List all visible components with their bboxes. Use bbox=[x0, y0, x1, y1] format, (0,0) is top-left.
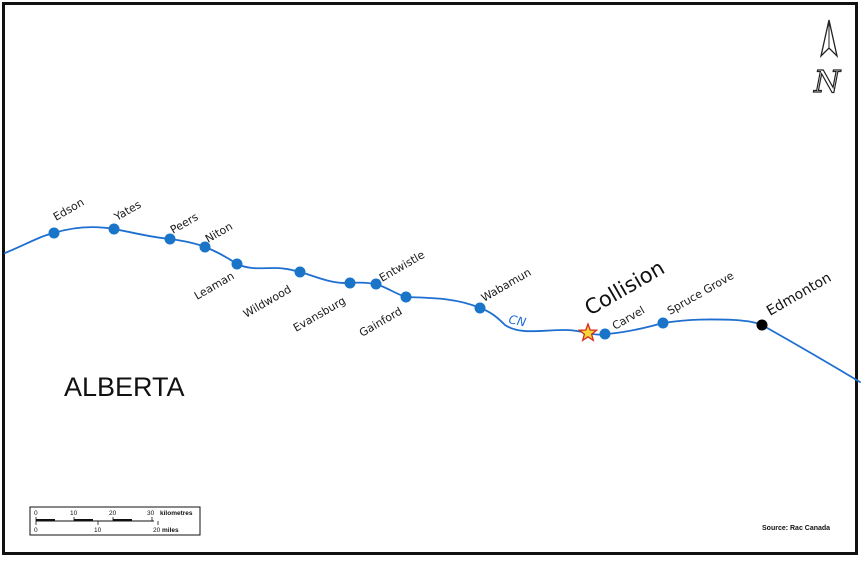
station-marker-leaman[interactable] bbox=[231, 258, 243, 270]
station-markers bbox=[48, 223, 768, 340]
station-marker-niton[interactable] bbox=[199, 241, 211, 253]
station-marker-edmonton[interactable] bbox=[756, 319, 768, 331]
north-arrow-icon: N bbox=[812, 19, 843, 101]
station-marker-gainford[interactable] bbox=[400, 291, 412, 303]
station-marker-yates[interactable] bbox=[108, 223, 120, 235]
station-marker-carvel[interactable] bbox=[599, 328, 611, 340]
scale-mile-tick-20: 20 bbox=[153, 527, 161, 534]
station-label-leaman: Leaman bbox=[192, 269, 237, 302]
region-label: ALBERTA bbox=[64, 372, 185, 402]
cn-railway-line bbox=[4, 226, 861, 383]
station-marker-peers[interactable] bbox=[164, 233, 176, 245]
station-label-yates: Yates bbox=[111, 198, 144, 224]
station-label-edson: Edson bbox=[51, 196, 86, 224]
source-credit: Source: Rac Canada bbox=[762, 525, 830, 532]
station-label-gainford: Gainford bbox=[357, 305, 404, 340]
station-label-wabamun: Wabamun bbox=[479, 266, 533, 305]
scale-km-tick-10: 10 bbox=[70, 510, 78, 517]
station-label-wildwood: Wildwood bbox=[241, 283, 294, 321]
north-label: N bbox=[813, 65, 842, 100]
station-label-spruce-grove: Spruce Grove bbox=[665, 269, 736, 318]
station-marker-wildwood[interactable] bbox=[294, 266, 306, 278]
station-label-niton: Niton bbox=[203, 220, 235, 246]
scale-mile-unit: miles bbox=[162, 527, 179, 534]
station-marker-entwistle[interactable] bbox=[370, 278, 382, 290]
collision-label: Collision bbox=[581, 256, 669, 321]
station-marker-wabamun[interactable] bbox=[474, 302, 486, 314]
collision-star-icon[interactable] bbox=[577, 322, 599, 342]
scale-bar: 0 10 20 30 kilometres 0 10 20 miles bbox=[29, 506, 201, 536]
scale-mile-tick-0: 0 bbox=[34, 527, 38, 534]
map-frame bbox=[2, 2, 858, 555]
station-label-edmonton: Edmonton bbox=[764, 270, 834, 320]
scale-mile-tick-10: 10 bbox=[94, 527, 102, 534]
station-marker-spruce-grove[interactable] bbox=[657, 317, 669, 329]
station-label-peers: Peers bbox=[168, 210, 201, 236]
scale-km-tick-30: 30 bbox=[147, 510, 155, 517]
scale-km-tick-0: 0 bbox=[34, 510, 38, 517]
scale-km-unit: kilometres bbox=[160, 510, 193, 517]
scale-km-tick-20: 20 bbox=[109, 510, 117, 517]
railway-operator-label: CN bbox=[507, 312, 527, 329]
station-marker-edson[interactable] bbox=[48, 227, 60, 239]
station-marker-evansburg[interactable] bbox=[344, 277, 356, 289]
station-label-evansburg: Evansburg bbox=[291, 294, 348, 334]
station-label-entwistle: Entwistle bbox=[377, 248, 427, 284]
